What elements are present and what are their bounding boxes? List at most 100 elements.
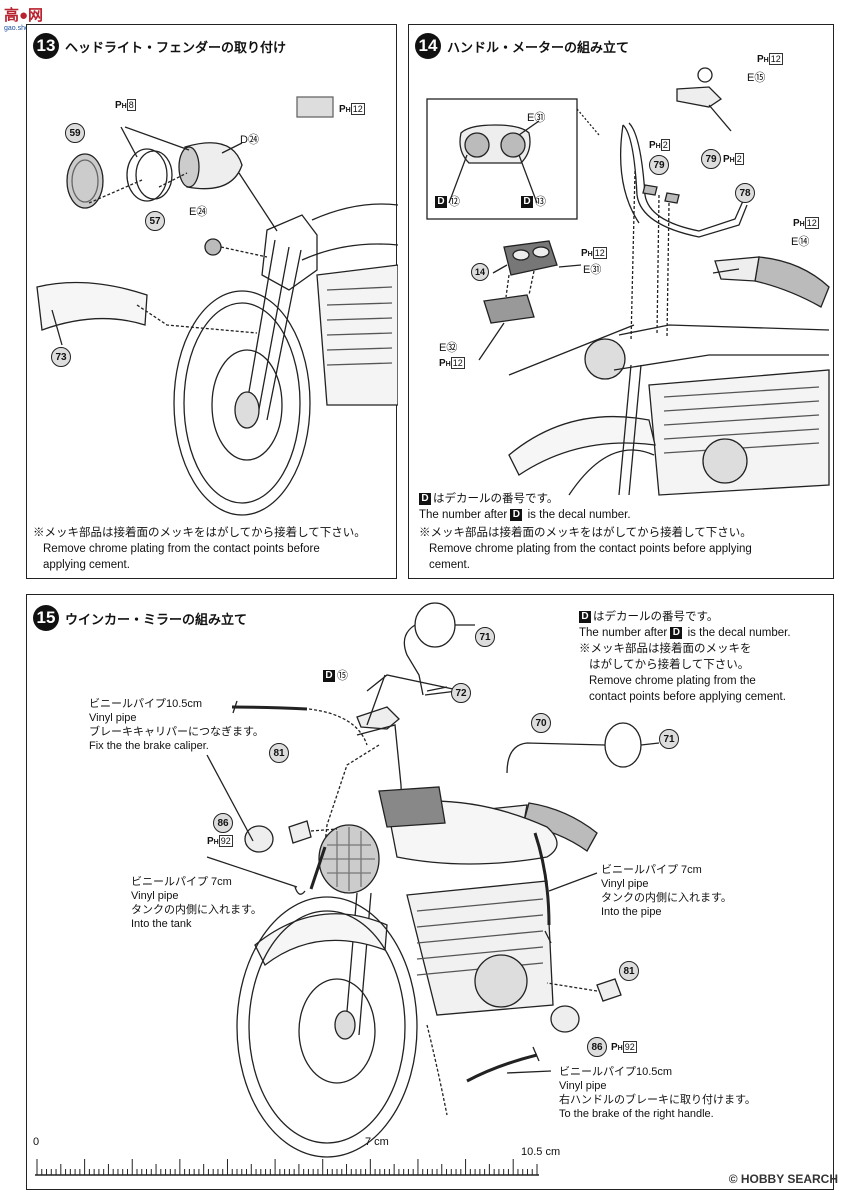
ph-12-grip-value: 12: [804, 217, 819, 229]
site-logo-text: 高●网: [4, 7, 44, 24]
ph-12-meter-value: 12: [592, 247, 607, 259]
part-e15: E⑮: [747, 72, 766, 84]
part-71-right: 71: [659, 729, 679, 749]
vinyl-pipe-2-label: ビニールパイプ 7cm Vinyl pipe タンクの内側に入れます。 Into…: [131, 875, 262, 931]
decal-en-post: is the decal number.: [527, 509, 631, 521]
decal-d-mark: D: [579, 610, 591, 623]
ph-12-value: 12: [350, 103, 365, 115]
vinyl-4-jp: ビニールパイプ10.5cm: [559, 1066, 673, 1078]
part-79-right: 79: [701, 149, 721, 169]
decal-d-mark: D: [323, 670, 335, 683]
part-86-left: 86: [213, 813, 233, 833]
part-78: 78: [735, 183, 755, 203]
vinyl-2-jp: ビニールパイプ 7cm: [131, 876, 232, 888]
part-e14: E⑭: [791, 236, 810, 248]
step-15-number: 15: [33, 605, 59, 631]
decal-d-mark: D: [419, 492, 431, 505]
part-57: 57: [145, 211, 165, 231]
vinyl-2-desc-jp: タンクの内側に入れます。: [131, 904, 262, 916]
decal-en-post: is the decal number.: [687, 627, 791, 639]
step-15-decal-en: The number after D is the decal number.: [579, 625, 791, 641]
part-73: 73: [51, 347, 71, 367]
vinyl-pipe-4-label: ビニールパイプ10.5cm Vinyl pipe 右ハンドルのブレーキに取り付け…: [559, 1065, 756, 1121]
step-13-panel: 13 ヘッドライト・フェンダーの取り付け: [26, 24, 398, 579]
ph-12-bracket-value: 12: [450, 357, 465, 369]
step-13-note-en-1: Remove chrome plating from the contact p…: [43, 543, 320, 555]
step-14-decal-jp-text: はデカールの番号です。: [433, 493, 559, 505]
part-14: 14: [471, 263, 489, 281]
vinyl-2-en: Vinyl pipe: [131, 890, 179, 902]
part-e31-meter: E㉛: [583, 264, 602, 276]
vinyl-1-desc-jp: ブレーキキャリパーにつなぎます。: [89, 726, 264, 738]
vinyl-3-desc-jp: タンクの内側に入れます。: [601, 892, 732, 904]
step-14-decal-en: The number after D is the decal number.: [419, 507, 631, 523]
decal-d-mark: D: [521, 196, 533, 209]
ph-2-right-value: 2: [734, 153, 744, 165]
step-15-illustration: [206, 602, 660, 1158]
step-13-illustration: [36, 96, 398, 516]
decal-d15-number: ⑮: [337, 670, 348, 682]
vinyl-3-desc-en: Into the pipe: [601, 906, 662, 918]
ph-8-value: 8: [126, 99, 136, 111]
part-86-right: 86: [587, 1037, 607, 1057]
vinyl-1-desc-en: Fix the the brake caliper.: [89, 740, 209, 752]
step-13-title: ヘッドライト・フェンダーの取り付け: [65, 41, 287, 56]
part-72: 72: [451, 683, 471, 703]
scale-ruler: [35, 1159, 539, 1176]
ph-2-left-value: 2: [660, 139, 670, 151]
decal-en-pre: The number after: [419, 509, 508, 521]
decal-d13-number: ⑬: [535, 196, 546, 208]
ruler-10-5cm: 10.5 cm: [521, 1146, 561, 1158]
part-59: 59: [65, 123, 85, 143]
hobby-search-watermark: © HOBBY SEARCH: [728, 1172, 838, 1186]
part-70: 70: [531, 713, 551, 733]
ph-92-right-value: 92: [622, 1041, 637, 1053]
step-15-note-en-1: Remove chrome plating from the: [589, 675, 756, 687]
part-71-top: 71: [475, 627, 495, 647]
decal-d-mark: D: [670, 626, 683, 639]
site-logo: 高●网 gao.shou.com: [4, 4, 48, 32]
step-14-number: 14: [415, 33, 441, 59]
ph-92-left-value: 92: [218, 835, 233, 847]
step-13-note-jp: ※メッキ部品は接着面のメッキをはがしてから接着して下さい。: [33, 527, 366, 539]
part-81-right: 81: [619, 961, 639, 981]
step-14-note-en-1: Remove chrome plating from the contact p…: [429, 543, 752, 555]
decal-d12-number: ⑫: [449, 196, 460, 208]
vinyl-pipe-1-label: ビニールパイプ10.5cm Vinyl pipe ブレーキキャリパーにつなぎます…: [89, 697, 264, 753]
step-14-title: ハンドル・メーターの組み立て: [447, 41, 630, 56]
vinyl-1-jp: ビニールパイプ10.5cm: [89, 698, 203, 710]
ruler-7cm: 7 cm: [365, 1136, 389, 1148]
vinyl-2-desc-en: Into the tank: [131, 918, 192, 930]
ruler-zero: 0: [33, 1136, 40, 1148]
step-15-note-jp-1: ※メッキ部品は接着面のメッキを: [579, 643, 752, 655]
vinyl-pipe-3-label: ビニールパイプ 7cm Vinyl pipe タンクの内側に入れます。 Into…: [601, 863, 732, 919]
step-13-note-en-2: applying cement.: [43, 559, 130, 571]
step-15-title: ウインカー・ミラーの組み立て: [65, 613, 248, 628]
vinyl-1-en: Vinyl pipe: [89, 712, 137, 724]
ph-12-lever-value: 12: [768, 53, 783, 65]
part-e24: E㉔: [189, 206, 208, 218]
decal-d-mark: D: [435, 196, 447, 209]
vinyl-3-en: Vinyl pipe: [601, 878, 649, 890]
decal-en-pre: The number after: [579, 627, 668, 639]
vinyl-4-desc-jp: 右ハンドルのブレーキに取り付けます。: [559, 1094, 756, 1106]
part-79-left: 79: [649, 155, 669, 175]
part-e31-inset: E㉛: [527, 112, 546, 124]
step-15-panel: 15 ウインカー・ミラーの組み立て: [26, 594, 834, 1190]
step-14-panel: 14 ハンドル・メーターの組み立て: [408, 24, 834, 579]
vinyl-3-jp: ビニールパイプ 7cm: [601, 864, 702, 876]
part-81-left: 81: [269, 743, 289, 763]
